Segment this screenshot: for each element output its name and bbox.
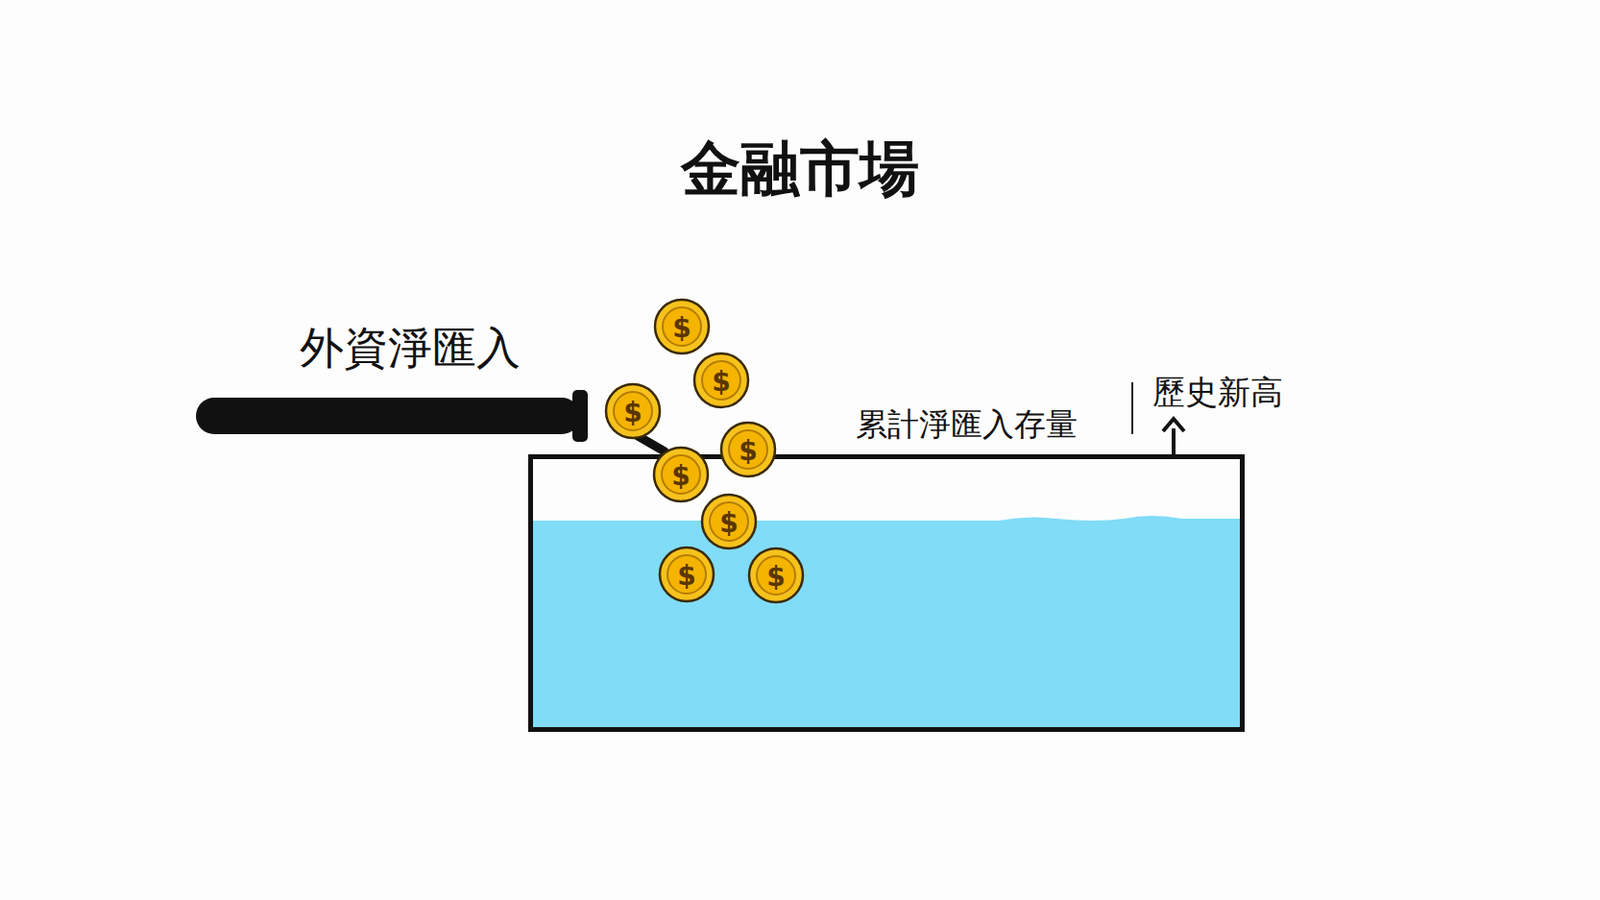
pipe-nozzle <box>572 389 588 442</box>
pipe-label: 外資淨匯入 <box>299 318 521 379</box>
coin-rim <box>659 547 714 602</box>
inflow-pipe: 外資淨匯入 <box>195 397 588 435</box>
coin-symbol: $ <box>671 460 690 492</box>
water-fill <box>533 515 1241 728</box>
separator-bar <box>1131 382 1134 435</box>
coin: $ <box>606 384 660 438</box>
coin: $ <box>654 299 709 354</box>
pipe-spout <box>614 422 665 452</box>
coin: $ <box>702 494 756 549</box>
coin-face <box>709 502 749 541</box>
coin-rim <box>694 353 749 408</box>
coin-rim <box>702 494 756 549</box>
coin-face <box>667 555 706 594</box>
record-high-note: 歷史新高 <box>1152 370 1284 415</box>
coin-rim <box>654 299 709 354</box>
coin-face <box>661 455 701 494</box>
diagram-title: 金融市場 <box>0 128 1600 210</box>
tank-label: 累計淨匯入存量 <box>855 403 1078 447</box>
coin-face <box>756 556 796 595</box>
coin-rim <box>654 447 708 502</box>
coin: $ <box>749 548 803 603</box>
coin-rim <box>606 384 660 438</box>
rise-arrow-head <box>1163 418 1185 432</box>
coin-symbol: $ <box>672 312 691 344</box>
coin-symbol: $ <box>766 560 785 593</box>
coin-group: $ $ $ $ $ $ $ $ <box>606 299 803 603</box>
coin-face <box>728 430 768 469</box>
coin: $ <box>654 447 708 502</box>
coin-symbol: $ <box>677 559 696 592</box>
coin-face <box>662 307 702 346</box>
coin: $ <box>694 353 749 408</box>
coin-face <box>613 391 653 431</box>
coin-rim <box>721 422 776 477</box>
stock-tank: 累計淨匯入存量 <box>528 454 1245 732</box>
coin-symbol: $ <box>623 396 642 429</box>
coin: $ <box>721 422 776 477</box>
coin: $ <box>659 547 714 602</box>
coin-rim <box>749 548 803 603</box>
rise-arrow-shaft <box>1171 428 1176 456</box>
coin-symbol: $ <box>738 435 757 467</box>
coin-symbol: $ <box>719 507 738 539</box>
coin-face <box>702 361 741 400</box>
pipe-body <box>195 397 581 435</box>
coin-symbol: $ <box>711 365 730 398</box>
